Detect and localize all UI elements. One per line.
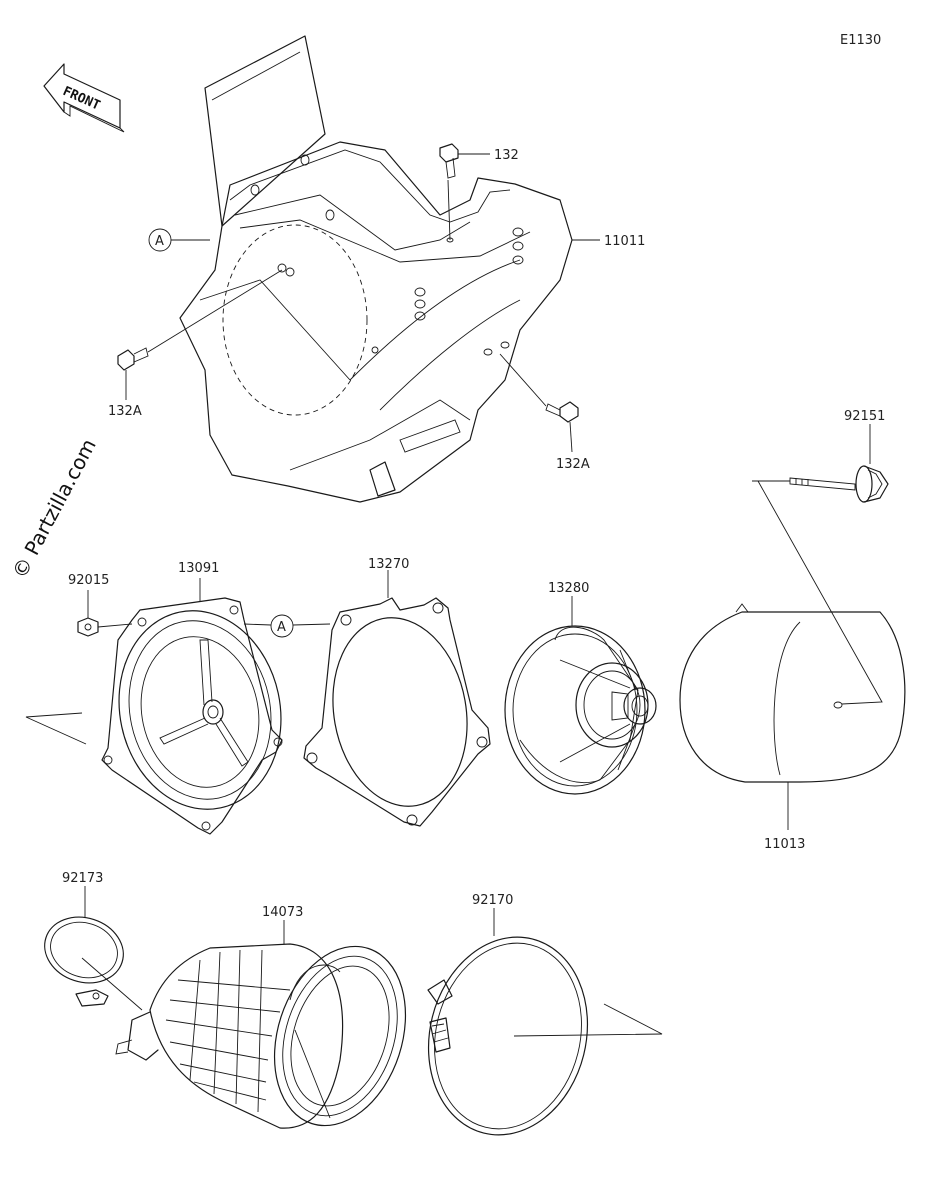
filter-holder-13091 [101, 597, 283, 835]
bolt-132a-right-icon [545, 401, 579, 423]
direction-arrow-right [513, 1003, 663, 1037]
bolt-132a-left-icon [117, 347, 149, 371]
intake-duct-14073 [115, 943, 407, 1129]
air-filter-element-11013 [679, 603, 906, 783]
part-label-13280: 13280 [548, 581, 589, 596]
nut-92015-icon [77, 617, 99, 637]
part-label-11011: 11011 [604, 234, 645, 249]
part-label-92151: 92151 [844, 409, 885, 424]
air-box-housing [179, 35, 573, 503]
part-label-92173: 92173 [62, 871, 103, 886]
part-label-132: 132 [494, 148, 519, 163]
gasket-13270 [303, 597, 491, 827]
diagram-code: E1130 [840, 33, 881, 48]
wing-bolt-92151-icon [789, 465, 889, 503]
part-label-13091: 13091 [178, 561, 219, 576]
direction-arrow-left [25, 712, 87, 745]
part-label-13270: 13270 [368, 557, 409, 572]
part-label-11013: 11013 [764, 837, 805, 852]
part-label-132a-left: 132A [108, 404, 142, 419]
ref-marker-a-mid: A [277, 620, 286, 635]
watermark: © Partzilla.com [7, 435, 101, 583]
part-label-132a-right: 132A [556, 457, 590, 472]
part-label-92015: 92015 [68, 573, 109, 588]
filter-cage-13280 [504, 625, 657, 795]
bolt-132-icon [439, 143, 459, 179]
band-clamp-92170 [427, 936, 589, 1136]
ref-marker-a-top: A [155, 234, 164, 249]
front-arrow-icon: FRONT [43, 63, 125, 133]
part-label-14073: 14073 [262, 905, 303, 920]
part-label-92170: 92170 [472, 893, 513, 908]
hose-clamp-92173 [44, 916, 124, 1007]
